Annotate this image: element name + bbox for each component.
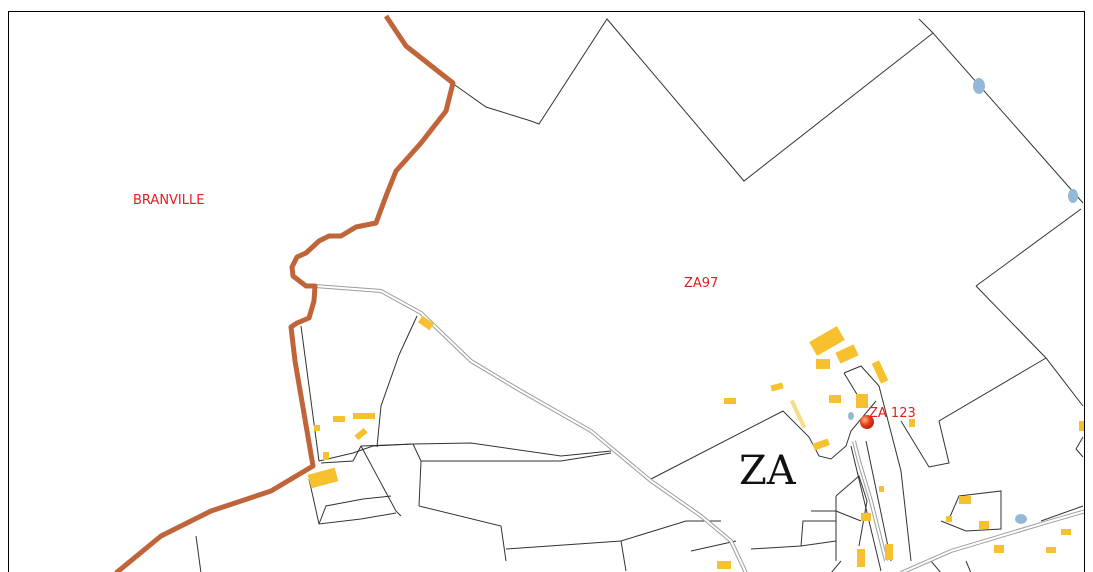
building [417,315,435,331]
building [879,486,884,492]
parcel-boundary [930,560,941,572]
water-features [848,78,1078,524]
building [861,513,871,521]
parcel-boundary [360,445,402,517]
water-pond [848,412,854,420]
road-north-fill [853,440,887,562]
parcel-boundary [1075,436,1084,450]
building [885,544,893,560]
parcel-boundary [412,443,422,507]
building [979,521,989,529]
parcel-boundary [835,475,868,547]
parcel-boundary [975,208,1082,287]
building [1061,529,1071,535]
building [314,425,320,431]
road-main [314,284,748,572]
parcel-boundary [1040,505,1084,522]
parcel-boundary [831,560,842,572]
parcel-boundary [843,365,912,562]
commune-label: BRANVILLE [133,193,205,208]
section-label: ZA [739,448,796,494]
parcel-boundary [650,400,877,480]
parcel-boundary [1075,448,1084,458]
building [1079,421,1084,431]
building [994,545,1004,553]
building [959,496,971,504]
building [856,394,868,408]
roads [314,284,1084,572]
parcel-boundary [865,440,892,562]
building [909,419,915,427]
parcel-marker[interactable] [860,415,876,431]
parcel-boundary [360,443,414,447]
parcel-boundary [505,520,721,550]
parcel-boundary [451,18,1084,204]
commune-boundary [114,14,456,572]
parcel-label-za97: ZA97 [684,276,719,291]
building [353,413,375,419]
map-canvas[interactable]: BRANVILLE ZA97 ZA ZA 123 [8,11,1085,572]
building [354,427,368,441]
building [333,416,345,422]
water-pond [1015,514,1027,524]
parcel-boundary [421,452,612,462]
parcel-boundary [195,535,202,572]
parcel-boundary [320,445,362,464]
building [724,398,736,404]
parcel-boundary [965,560,972,572]
building [816,359,830,369]
parcel-boundary [900,357,1047,468]
parcel-boundary [418,505,507,562]
parcel-boundary [690,540,737,552]
building [717,561,731,569]
parcel-boundary [850,445,882,572]
parcel-boundary [800,520,836,547]
parcel-boundary [620,540,627,572]
building [809,326,845,356]
marker-pin-icon [860,415,874,429]
marker-label: ZA 123 [869,406,916,421]
road-main-fill [314,285,747,572]
building [835,344,859,364]
building [812,438,830,451]
parcel-boundary [300,325,320,462]
parcel-boundary [750,540,837,550]
map-drawing[interactable] [9,12,1085,572]
parcel-boundary [975,285,1084,407]
building [323,452,329,460]
building [307,467,339,489]
building [789,399,807,429]
water-pond [973,78,985,94]
parcel-boundary [308,478,397,525]
buildings [307,315,1084,569]
building [1046,547,1056,553]
parcel-boundary [940,490,1002,532]
building [857,549,865,567]
building [946,516,952,522]
water-pond [1068,189,1078,203]
road-east-fill [900,510,1084,572]
building [871,360,889,384]
parcel-boundary [918,18,934,34]
building [770,382,784,392]
building [829,395,841,403]
parcel-boundary [376,315,418,448]
parcel-lines [195,18,1084,572]
parcel-boundary [318,495,392,525]
